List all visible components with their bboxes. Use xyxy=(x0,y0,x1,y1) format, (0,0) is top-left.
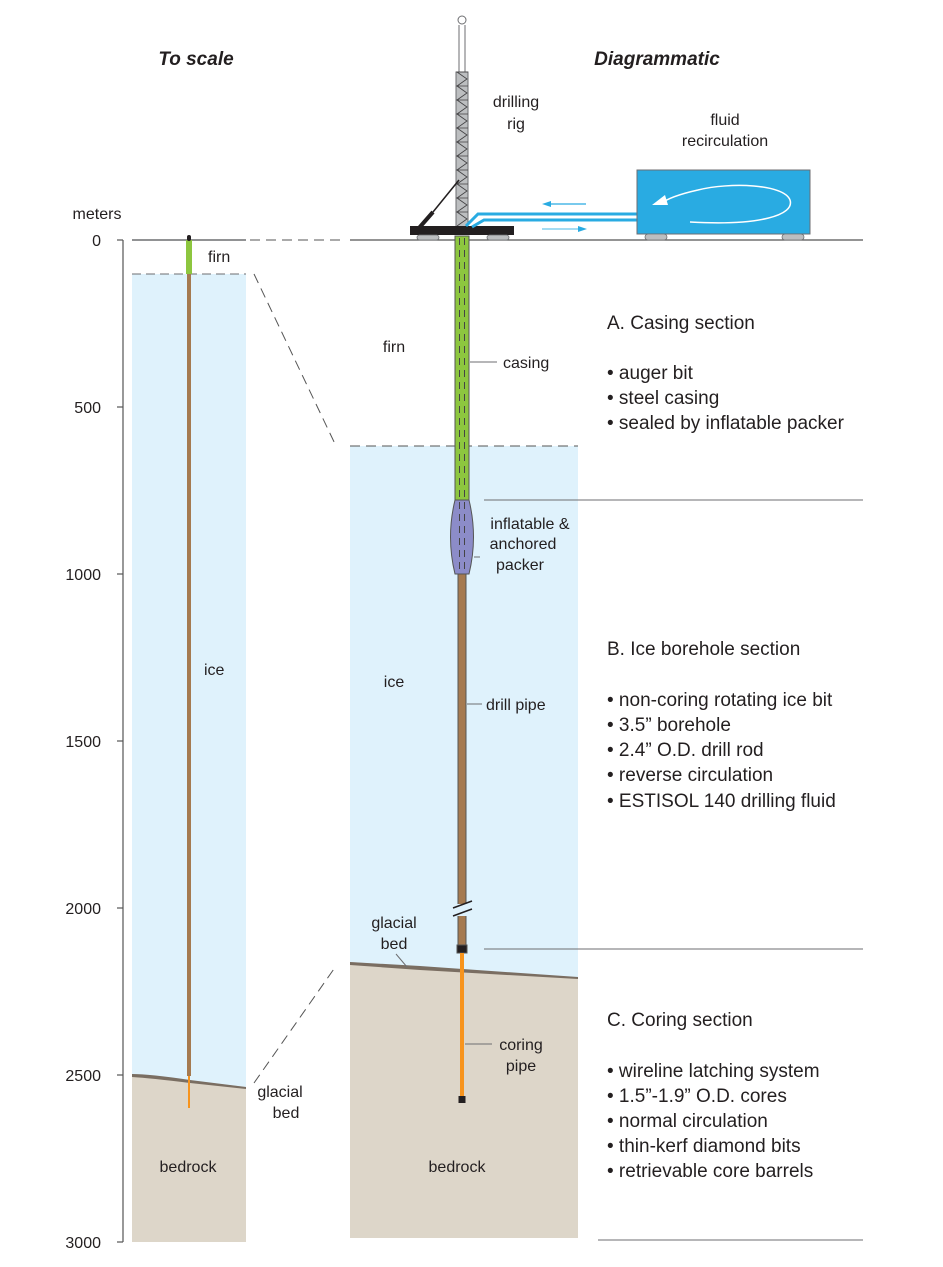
arrow-right-head xyxy=(578,226,587,232)
section-a: A. Casing section • auger bit • steel ca… xyxy=(607,313,845,434)
rig-top-sheave xyxy=(457,15,467,25)
rig-lattice xyxy=(456,71,468,227)
glacial-bed-label-left-2: bed xyxy=(273,1105,300,1122)
recirculation-arrow-head xyxy=(652,195,668,205)
section-a-bullet: • sealed by inflatable packer xyxy=(607,413,845,434)
drill-pipe-label: drill pipe xyxy=(486,697,546,714)
packer-label-2: anchored xyxy=(490,536,557,553)
axis-tick-label: 3000 xyxy=(65,1235,101,1252)
tank-skid-2 xyxy=(781,233,805,241)
coring-pipe-label-2: pipe xyxy=(506,1058,536,1075)
section-c-heading: C. Coring section xyxy=(607,1010,753,1031)
axis-tick-label: 2000 xyxy=(65,901,101,918)
leader-lines xyxy=(395,361,497,1045)
firn-label-left: firn xyxy=(208,249,230,266)
scale-connectors xyxy=(250,239,345,1084)
coring-pipe-right xyxy=(460,953,464,1098)
fluid-line-supply xyxy=(471,218,637,229)
axis-tick-label: 2500 xyxy=(65,1068,101,1085)
packer-label-1: inflatable & xyxy=(490,516,569,533)
connector-firn xyxy=(253,273,337,447)
section-c-bullet: • retrievable core barrels xyxy=(607,1161,813,1182)
title-to-scale: To scale xyxy=(158,49,234,70)
glacial-bed-label-right-2: bed xyxy=(381,936,408,953)
section-b-bullet: • ESTISOL 140 drilling fluid xyxy=(607,791,836,812)
axis-tick-label: 1500 xyxy=(65,734,101,751)
ice-label-right: ice xyxy=(384,674,405,691)
section-b-bullet: • 3.5” borehole xyxy=(607,715,731,736)
bedrock-label-right: bedrock xyxy=(429,1159,487,1176)
axis-tick-label: 1000 xyxy=(65,567,101,584)
recirculation-arrow-path xyxy=(659,184,792,224)
arrow-left-head xyxy=(542,201,551,207)
pipe-break-mark-2 xyxy=(452,908,473,917)
rig-hydraulic-ram xyxy=(417,210,435,230)
casing-right xyxy=(454,235,470,501)
fluid-recirculation-label-2: recirculation xyxy=(682,133,768,150)
drill-pipe-right xyxy=(457,573,467,947)
section-c-bullet: • 1.5”-1.9” O.D. cores xyxy=(607,1086,787,1107)
casing-left xyxy=(186,240,192,274)
packer xyxy=(450,499,474,575)
drilling-rig xyxy=(410,15,514,241)
section-a-bullet: • steel casing xyxy=(607,388,719,409)
section-b-bullet: • reverse circulation xyxy=(607,765,773,786)
rig-platform xyxy=(410,226,514,235)
section-c-bullet: • thin-kerf diamond bits xyxy=(607,1136,801,1157)
section-a-heading: A. Casing section xyxy=(607,313,755,334)
fluid-lines xyxy=(464,212,637,229)
rig-brace xyxy=(432,179,460,213)
fluid-recirculation-tank xyxy=(636,169,811,241)
section-b: B. Ice borehole section • non-coring rot… xyxy=(607,639,836,812)
connector-bed xyxy=(253,965,337,1084)
section-a-bullet: • auger bit xyxy=(607,363,694,384)
section-c-bullet: • normal circulation xyxy=(607,1111,768,1132)
ice-label-left: ice xyxy=(204,662,225,679)
depth-axis: meters 0 500 1000 1500 2000 2500 3000 xyxy=(65,206,124,1252)
coring-pipe-label-1: coring xyxy=(499,1037,543,1054)
bedrock-label-left: bedrock xyxy=(160,1159,218,1176)
to-scale-column: firn ice glacial bed bedrock xyxy=(132,235,303,1242)
coupling xyxy=(456,944,468,954)
fluid-recirculation-label-1: fluid xyxy=(710,112,739,129)
bedrock-region-left xyxy=(132,1074,246,1242)
axis-tick-label: 500 xyxy=(74,400,101,417)
coring-pipe-left xyxy=(188,1076,190,1108)
core-bit xyxy=(458,1096,466,1103)
diagrammatic-column: drilling rig fluid recirculation firn ca… xyxy=(350,15,863,1241)
tank-skid-1 xyxy=(644,233,668,241)
pipe-break-mark-1 xyxy=(452,900,473,909)
casing-label: casing xyxy=(503,355,549,372)
packer-label-3: packer xyxy=(496,557,545,574)
axis-tick-label: 0 xyxy=(92,233,101,250)
pipe-break-gap xyxy=(454,904,470,916)
section-b-heading: B. Ice borehole section xyxy=(607,639,800,660)
glacial-bed-leader xyxy=(395,953,408,968)
firn-label-right: firn xyxy=(383,339,405,356)
drilling-rig-label-1: drilling xyxy=(493,94,539,111)
title-diagrammatic: Diagrammatic xyxy=(594,49,720,70)
glacial-bed-label-left-1: glacial xyxy=(257,1084,302,1101)
section-c: C. Coring section • wireline latching sy… xyxy=(607,1010,820,1182)
flow-arrows xyxy=(542,201,587,232)
section-c-bullet: • wireline latching system xyxy=(607,1061,820,1082)
section-b-bullet: • non-coring rotating ice bit xyxy=(607,690,833,711)
drill-pipe-left xyxy=(187,274,191,1076)
rig-skid-2 xyxy=(486,234,510,241)
section-b-bullet: • 2.4” O.D. drill rod xyxy=(607,740,764,761)
rig-skid-1 xyxy=(416,234,440,241)
drilling-rig-label-2: rig xyxy=(507,116,525,133)
glacial-bed-label-right-1: glacial xyxy=(371,915,416,932)
axis-unit-label: meters xyxy=(73,206,122,223)
rig-marker-left xyxy=(187,235,191,241)
fluid-line-return xyxy=(464,212,637,228)
